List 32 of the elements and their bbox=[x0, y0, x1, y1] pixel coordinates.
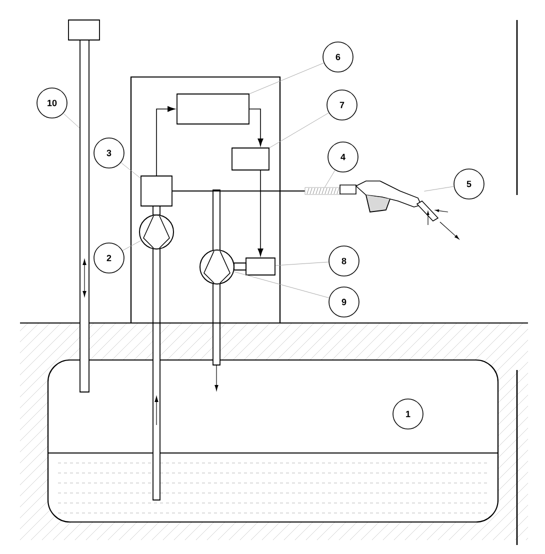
hose bbox=[304, 187, 340, 195]
signal-arrow bbox=[156, 106, 176, 176]
component-box bbox=[246, 258, 276, 276]
leader-line bbox=[269, 112, 329, 148]
component-box bbox=[140, 176, 172, 206]
component-box bbox=[232, 148, 270, 170]
callout-number: 10 bbox=[36, 88, 68, 118]
signal-arrow bbox=[258, 170, 264, 256]
component-box bbox=[176, 94, 250, 124]
signal-arrow bbox=[249, 108, 264, 146]
leader-line bbox=[120, 162, 141, 178]
leader-line bbox=[249, 62, 324, 94]
leader-line bbox=[324, 170, 336, 188]
callout-number: 5 bbox=[454, 168, 484, 200]
callout-number: 4 bbox=[328, 142, 358, 172]
callout-number: 7 bbox=[326, 90, 358, 120]
leader-line bbox=[424, 186, 454, 192]
callout-number: 9 bbox=[328, 286, 360, 318]
callout-number: 1 bbox=[392, 398, 424, 430]
leader-line bbox=[234, 271, 330, 298]
vent-pipe bbox=[68, 20, 100, 392]
pump-symbol bbox=[139, 214, 174, 250]
pipe-line bbox=[172, 190, 306, 192]
leader-line bbox=[63, 113, 80, 128]
dispenser-housing bbox=[130, 76, 281, 324]
pump-symbol bbox=[200, 250, 234, 284]
callout-number: 6 bbox=[322, 42, 354, 72]
leader-line bbox=[122, 240, 142, 251]
leader-line bbox=[275, 262, 329, 266]
callout-number: 8 bbox=[328, 246, 360, 276]
callout-number: 3 bbox=[94, 138, 124, 168]
callout-number: 2 bbox=[94, 242, 124, 274]
